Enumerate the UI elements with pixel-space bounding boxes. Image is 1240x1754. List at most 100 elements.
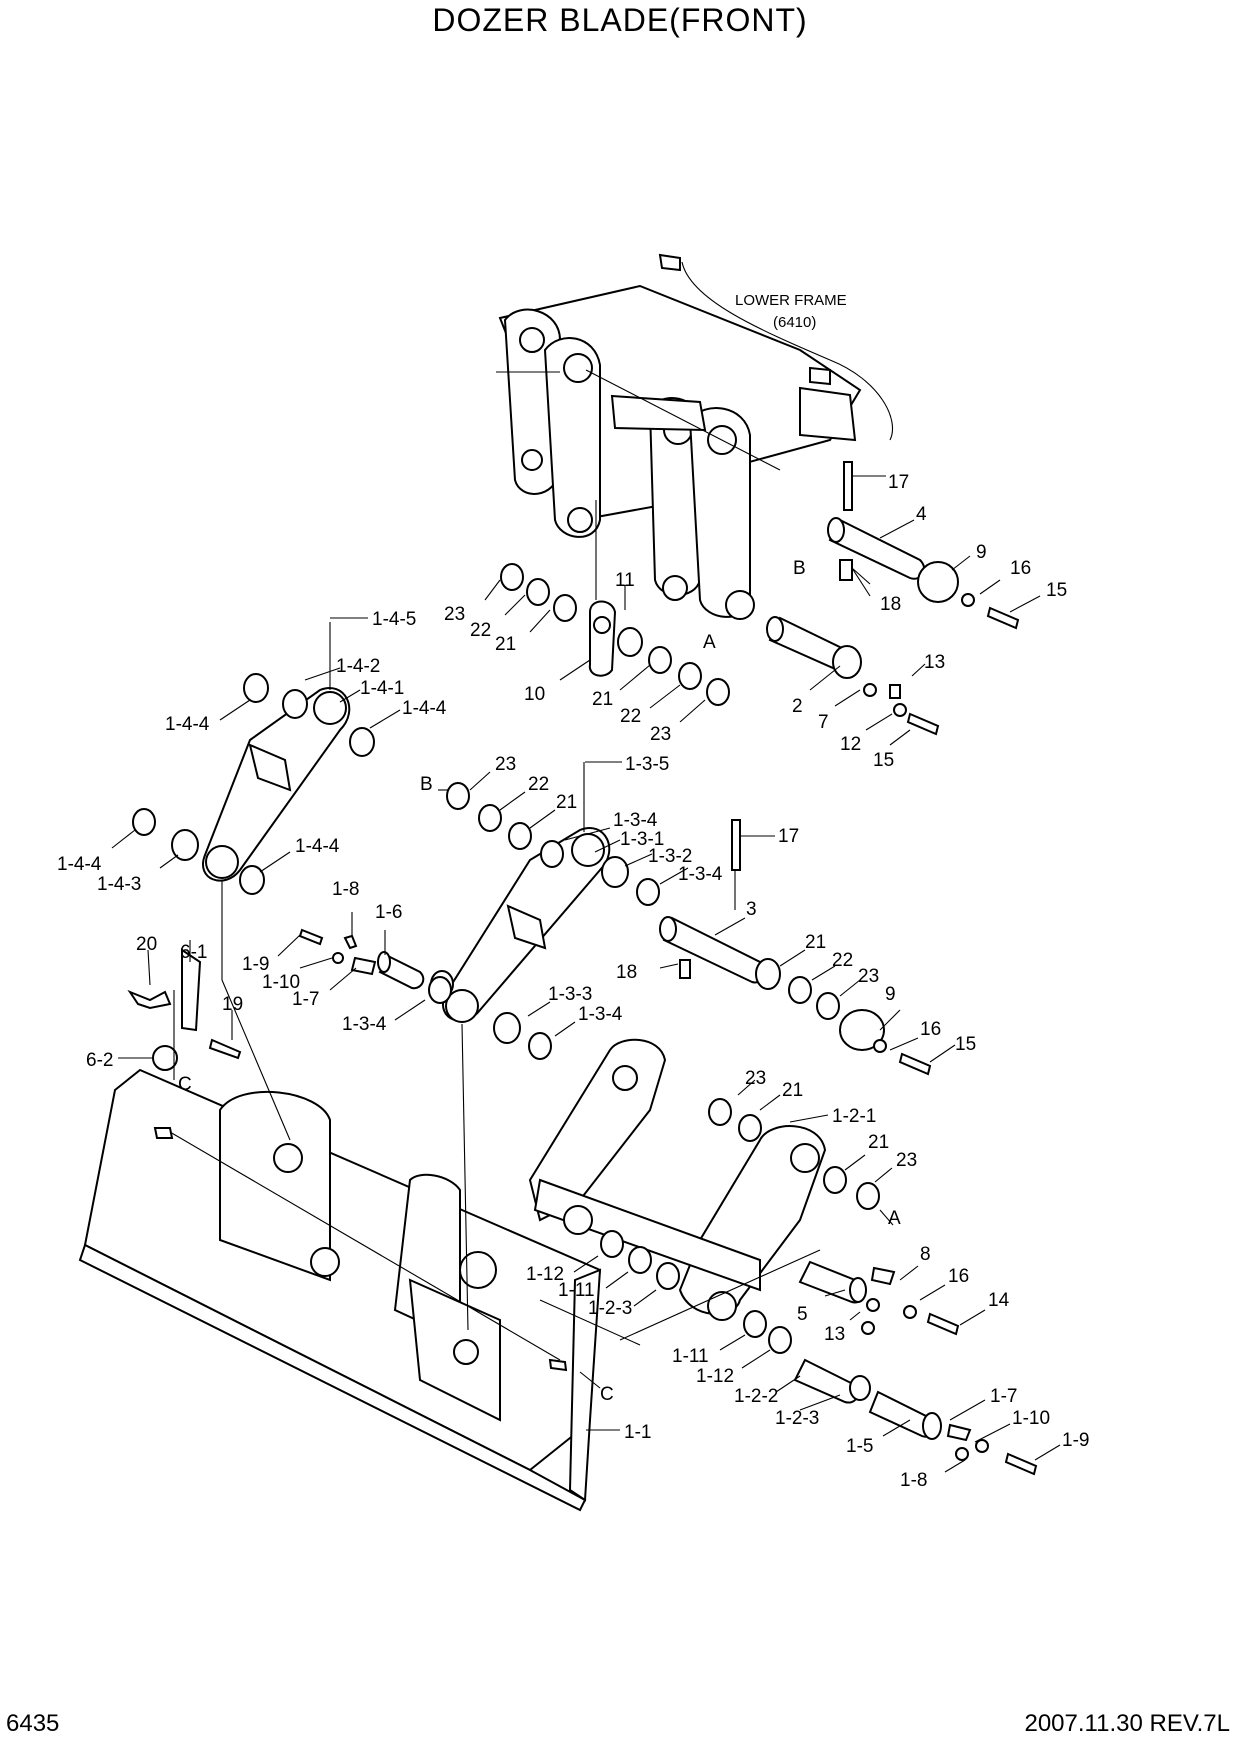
callout-labels: 17 4 9 16 15 B 18 11 23 22 21 A 10 21 22…: [57, 472, 1089, 1491]
pin-2: [766, 616, 940, 736]
callout: 21: [495, 634, 516, 655]
callout: 18: [616, 962, 637, 983]
callout: 14: [988, 1290, 1010, 1311]
callout: 1-12: [696, 1366, 734, 1387]
callout: 17: [888, 472, 909, 493]
callout: 1-10: [262, 972, 300, 993]
callout: 1-3-1: [620, 829, 664, 850]
pin-5: [798, 1260, 960, 1336]
callout: C: [600, 1384, 614, 1405]
callout: 7: [818, 712, 829, 733]
callout: 1-3-4: [613, 810, 658, 831]
lower-frame-label: LOWER FRAME: [735, 292, 847, 309]
callout: 23: [444, 604, 465, 625]
callout: 10: [524, 684, 545, 705]
callout: 16: [920, 1019, 941, 1040]
lower-frame-assembly: [496, 253, 894, 620]
callout: 1-4-2: [336, 656, 380, 677]
callout: 23: [650, 724, 671, 745]
callout: 1-8: [332, 879, 359, 900]
callout: 15: [1046, 580, 1067, 601]
callout: 1-3-4: [342, 1014, 387, 1035]
bracket-10: [500, 500, 730, 706]
callout: 16: [948, 1266, 969, 1287]
callout: 1-2-3: [775, 1408, 819, 1429]
callout: 1-10: [1012, 1408, 1050, 1429]
callout: 1-4-5: [372, 609, 416, 630]
callout: 1-6: [375, 902, 402, 923]
callout: 1-7: [292, 989, 319, 1010]
callout: 22: [832, 950, 853, 971]
callout: 6-2: [86, 1050, 113, 1071]
callout: 1-3-2: [648, 846, 692, 867]
callout: 9: [976, 542, 987, 563]
callout: 8: [920, 1244, 931, 1265]
callout: 1-8: [900, 1470, 927, 1491]
pin-4: [827, 461, 1020, 630]
callout: B: [793, 558, 806, 579]
callout: 22: [620, 706, 641, 727]
date-revision: 2007.11.30 REV.7L: [1024, 1710, 1230, 1737]
callout: 1-11: [558, 1280, 595, 1301]
callout: 4: [916, 504, 927, 525]
callout: 1-12: [526, 1264, 564, 1285]
callout: C: [178, 1074, 192, 1095]
callout: 21: [592, 689, 613, 710]
callout: 1-9: [1062, 1430, 1089, 1451]
small-parts-left: [127, 928, 452, 1080]
callout: 23: [745, 1068, 766, 1089]
callout: 16: [1010, 558, 1031, 579]
page-title: DOZER BLADE(FRONT): [432, 2, 808, 38]
callout: A: [703, 632, 716, 653]
callout: 12: [840, 734, 861, 755]
callout: 1-3-5: [625, 754, 669, 775]
callout: 18: [880, 594, 901, 615]
callout: 1-4-3: [97, 874, 141, 895]
callout: 22: [528, 774, 549, 795]
arm-link-1-3: [430, 762, 660, 1331]
callout: A: [888, 1208, 901, 1229]
callout: 15: [955, 1034, 976, 1055]
callout: 6-1: [180, 942, 207, 963]
callout: 1-1: [624, 1422, 651, 1443]
callout: 1-4-4: [295, 836, 340, 857]
callout: 3: [746, 899, 757, 920]
callout: 21: [868, 1132, 889, 1153]
lower-frame-ref: (6410): [773, 314, 816, 331]
callout: 13: [824, 1324, 845, 1345]
callout: 21: [782, 1080, 803, 1101]
callout: 1-3-4: [678, 864, 723, 885]
callout: 1-11: [672, 1346, 709, 1367]
pin-1-5: [868, 1390, 1038, 1476]
callout: 15: [873, 750, 894, 771]
arm-link-1-4: [132, 622, 375, 1141]
page-number: 6435: [6, 1710, 60, 1737]
callout: 5: [797, 1304, 808, 1325]
callout: 1-7: [990, 1386, 1017, 1407]
callout: 22: [470, 620, 491, 641]
callout: 23: [858, 966, 879, 987]
callout: 19: [222, 994, 243, 1015]
callout: 1-2-2: [734, 1386, 778, 1407]
dozer-blade: [78, 1068, 602, 1512]
callout: 1-4-4: [57, 854, 102, 875]
callout: 1-9: [242, 954, 269, 975]
callout: 1-4-4: [165, 714, 210, 735]
sub-frame-1-2: [528, 1038, 880, 1404]
callout: 1-3-3: [548, 984, 592, 1005]
callout: B: [420, 774, 433, 795]
callout: 23: [495, 754, 516, 775]
callout: 2: [792, 696, 803, 717]
callout: 1-2-1: [832, 1106, 876, 1127]
callout: 9: [885, 984, 896, 1005]
callout: 17: [778, 826, 799, 847]
callout: 21: [805, 932, 826, 953]
callout: 13: [924, 652, 945, 673]
callout: 23: [896, 1150, 917, 1171]
callout: 1-4-4: [402, 698, 447, 719]
leader-lines: [111, 475, 1061, 1473]
pin-3: [659, 819, 932, 1076]
callout: 1-4-1: [360, 678, 404, 699]
callout: 1-2-3: [588, 1298, 632, 1319]
